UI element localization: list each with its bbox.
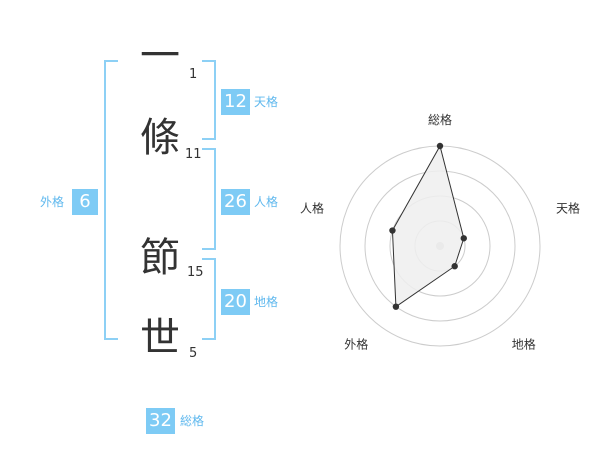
stroke-count-1: 1 [189,67,198,82]
radar-point-1 [436,142,444,150]
radar-point-5 [389,227,396,234]
stroke-count-4: 5 [189,346,198,361]
radar-point-3 [451,263,458,270]
soukaku-value-badge: 32 [146,408,175,434]
chikaku-label: 地格 [254,295,279,309]
name-char-4: 世 [140,315,180,361]
soukaku-label: 総格 [180,414,205,428]
jinkaku-bracket [202,148,216,250]
radar-axis-label-2: 天格 [556,200,580,215]
radar-series-area [391,144,465,308]
tenkaku-bracket [202,60,216,140]
name-char-3: 節 [140,235,180,281]
gaikaku-label: 外格 [40,195,65,209]
tenkaku-value-badge: 12 [221,89,250,115]
gaikaku-bracket [104,60,118,340]
jinkaku-label: 人格 [254,195,279,209]
tenkaku-label: 天格 [254,95,279,109]
radar-axis-label-3: 地格 [512,337,536,352]
chikaku-value-badge: 20 [221,289,250,315]
jinkaku-value-badge: 26 [221,189,250,215]
stroke-count-3: 15 [187,265,204,280]
radar-axis-label-1: 総格 [428,112,452,127]
name-char-1: 一 [140,33,180,79]
radar-axis-label-4: 外格 [344,337,368,352]
name-char-2: 條 [140,115,180,161]
chikaku-bracket [202,258,216,340]
stroke-count-2: 11 [185,147,202,162]
radar-point-2 [460,235,467,242]
radar-point-4 [392,303,400,310]
gaikaku-value-badge: 6 [72,189,98,215]
radar-axis-label-5: 人格 [300,200,324,215]
